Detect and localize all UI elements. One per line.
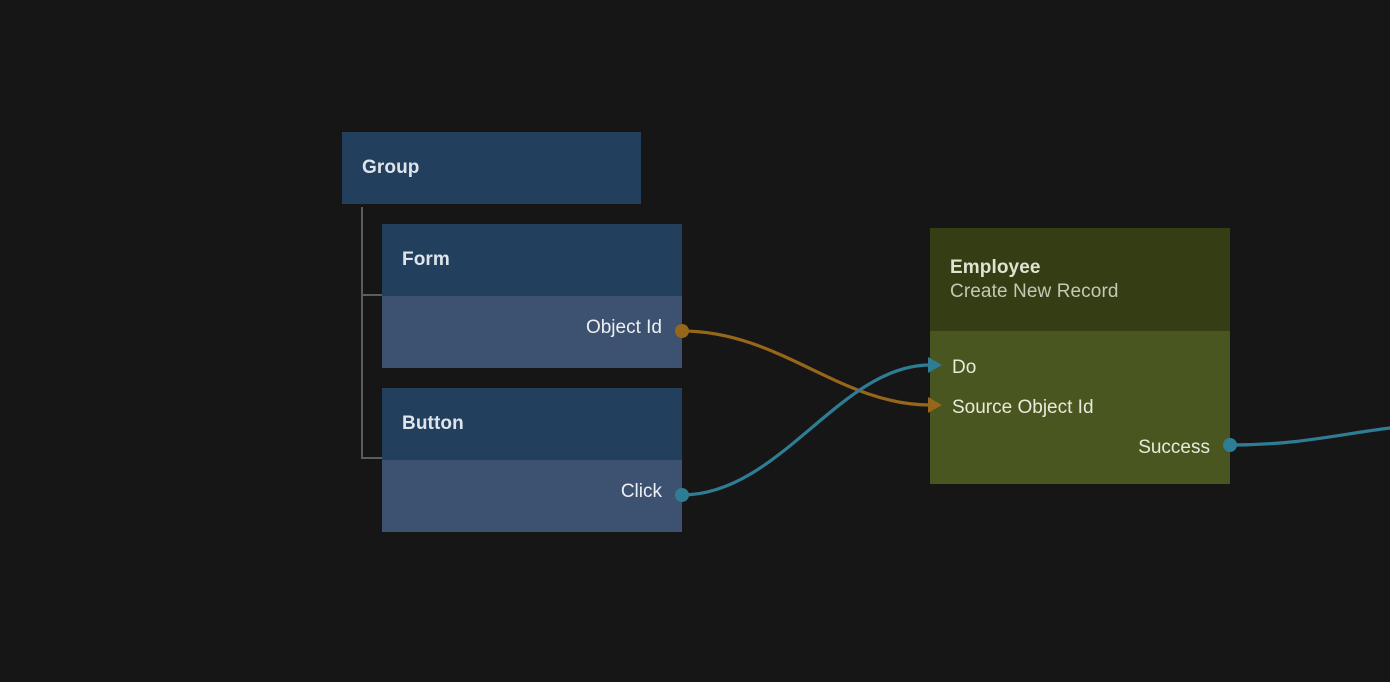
edge-object-id-to-source-object-id xyxy=(680,329,932,407)
tree-branch-form xyxy=(361,294,383,296)
port-label-source-object-id: Source Object Id xyxy=(952,397,1094,418)
port-row-do[interactable]: Do xyxy=(952,357,976,379)
edge-success-outgoing xyxy=(1228,426,1390,447)
port-row-form-object-id[interactable]: Object Id xyxy=(586,317,662,339)
node-employee[interactable]: Employee Create New Record Do Source Obj… xyxy=(928,228,1237,484)
port-label-object-id: Object Id xyxy=(585,317,662,338)
node-button-header[interactable]: Button xyxy=(382,388,682,460)
port-label-do: Do xyxy=(952,357,977,378)
port-row-success[interactable]: Success xyxy=(1138,437,1210,459)
node-employee-body: Do Source Object Id Success xyxy=(930,331,1230,484)
port-arrow-source-object-id[interactable] xyxy=(928,397,942,413)
node-employee-header[interactable]: Employee Create New Record xyxy=(930,228,1230,331)
port-dot-success[interactable] xyxy=(1223,438,1237,452)
tree-branch-button xyxy=(361,457,383,459)
node-form-title: Form xyxy=(402,249,450,270)
node-button[interactable]: Button Click xyxy=(382,388,689,532)
node-form-body: Object Id xyxy=(382,296,682,368)
port-row-button-click[interactable]: Click xyxy=(621,481,662,503)
edge-click-to-do xyxy=(680,363,932,497)
node-group-title: Group xyxy=(362,157,420,178)
node-employee-title: Employee xyxy=(950,256,1041,278)
node-button-title: Button xyxy=(402,413,464,434)
node-form[interactable]: Form Object Id xyxy=(382,224,689,368)
port-dot-object-id[interactable] xyxy=(675,324,689,338)
node-button-body: Click xyxy=(382,460,682,532)
tree-vertical-line xyxy=(361,207,363,459)
node-group[interactable]: Group xyxy=(342,132,641,204)
port-dot-click[interactable] xyxy=(675,488,689,502)
node-form-header[interactable]: Form xyxy=(382,224,682,296)
node-group-header[interactable]: Group xyxy=(342,132,641,204)
node-employee-subtitle: Create New Record xyxy=(950,280,1119,302)
port-arrow-do[interactable] xyxy=(928,357,942,373)
port-row-source-object-id[interactable]: Source Object Id xyxy=(952,397,1094,419)
port-label-success: Success xyxy=(1138,437,1210,458)
port-label-click: Click xyxy=(620,481,662,502)
